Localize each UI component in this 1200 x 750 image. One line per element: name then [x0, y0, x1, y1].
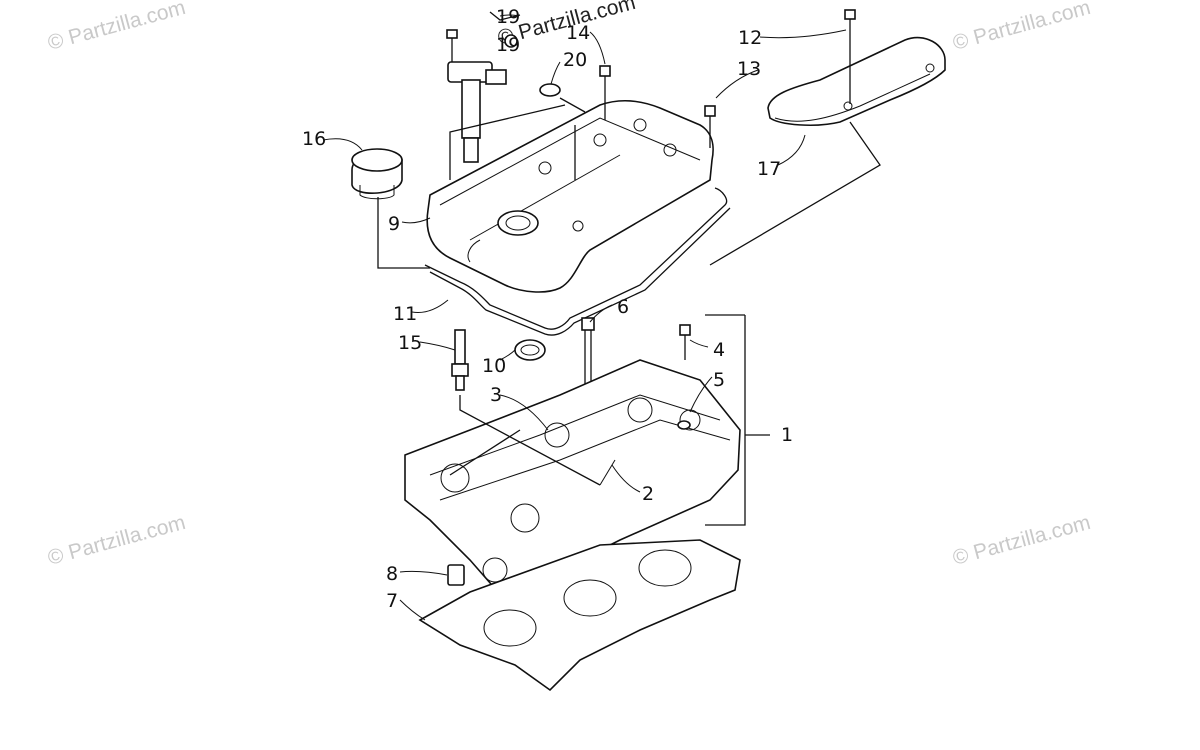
valve-cover-part [426, 99, 714, 293]
callout-13[interactable]: 13 [737, 58, 761, 80]
cover-plate-part [767, 9, 946, 126]
callout-16[interactable]: 16 [302, 128, 326, 150]
watermark-bottom-right: © Partzilla.com [950, 511, 1093, 570]
callout-1[interactable]: 1 [781, 424, 793, 446]
head-gasket-part [418, 539, 741, 692]
watermark-top-right: © Partzilla.com [950, 0, 1093, 55]
callout-4[interactable]: 4 [713, 339, 725, 361]
callout-10[interactable]: 10 [482, 355, 506, 377]
callout-12[interactable]: 12 [738, 27, 762, 49]
oil-filler-cap-part [351, 148, 403, 200]
callout-17[interactable]: 17 [757, 158, 781, 180]
callout-14[interactable]: 14 [566, 22, 590, 44]
callout-7[interactable]: 7 [386, 590, 398, 612]
spark-plug-part [451, 329, 469, 391]
callout-19b[interactable]: 19 [496, 34, 520, 56]
seal-part [514, 339, 546, 361]
ignition-coil-part [446, 29, 518, 163]
valve-cover-gasket-part [424, 187, 731, 336]
callout-9[interactable]: 9 [388, 213, 400, 235]
callout-15[interactable]: 15 [398, 332, 422, 354]
callout-numbers: 19 19 14 20 12 13 17 16 9 11 15 10 3 6 4… [302, 6, 793, 612]
callout-20[interactable]: 20 [563, 49, 587, 71]
watermark-bottom-left: © Partzilla.com [45, 511, 188, 570]
dowel-part [447, 564, 465, 586]
callout-11[interactable]: 11 [393, 303, 417, 325]
watermark-top-left: © Partzilla.com [45, 0, 188, 55]
cylinder-head-part [404, 359, 741, 611]
hose-clip-and-bolts [539, 65, 716, 148]
callout-5[interactable]: 5 [713, 369, 725, 391]
bolt-part [679, 324, 691, 360]
callout-8[interactable]: 8 [386, 563, 398, 585]
callout-6[interactable]: 6 [617, 296, 629, 318]
leader-lines [322, 11, 881, 621]
callout-19a[interactable]: 19 [496, 6, 520, 28]
callout-3[interactable]: 3 [490, 384, 502, 406]
callout-2[interactable]: 2 [642, 483, 654, 505]
